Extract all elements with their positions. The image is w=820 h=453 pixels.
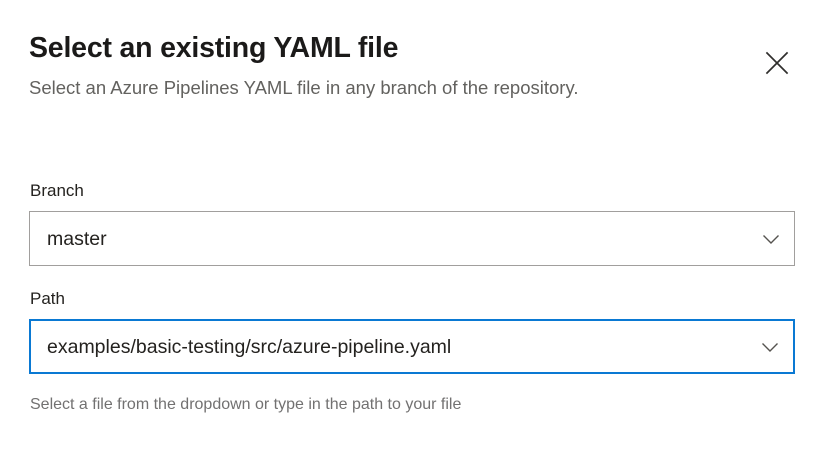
branch-input[interactable] xyxy=(30,225,748,252)
path-field-group: Path Select a file from the dropdown or … xyxy=(29,288,795,415)
dialog-header: Select an existing YAML file Select an A… xyxy=(29,30,791,103)
path-chevron-down-icon[interactable] xyxy=(747,321,793,372)
close-button[interactable] xyxy=(755,41,799,85)
path-dropdown[interactable] xyxy=(29,319,795,374)
title-row: Select an existing YAML file xyxy=(29,30,791,75)
close-icon xyxy=(762,48,792,78)
yaml-file-form: Branch Path Select a file xyxy=(29,180,795,415)
path-label: Path xyxy=(30,289,65,308)
dialog-subtitle: Select an Azure Pipelines YAML file in a… xyxy=(29,77,579,98)
path-input[interactable] xyxy=(31,333,747,360)
branch-label: Branch xyxy=(30,181,84,200)
branch-field-group: Branch xyxy=(29,180,795,266)
page-title: Select an existing YAML file xyxy=(29,32,399,64)
branch-dropdown[interactable] xyxy=(29,211,795,266)
branch-chevron-down-icon[interactable] xyxy=(748,212,794,265)
path-helper-text: Select a file from the dropdown or type … xyxy=(30,396,462,413)
